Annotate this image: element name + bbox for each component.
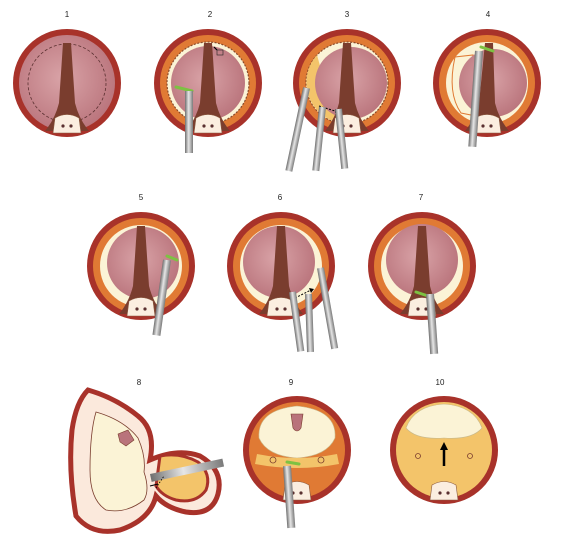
graft-superior xyxy=(405,403,483,439)
panel-10-flap-replaced xyxy=(390,396,498,504)
instrument-shaft xyxy=(185,91,193,153)
panel-label-1: 1 xyxy=(64,10,70,19)
panel-label-3: 3 xyxy=(344,10,350,19)
panel-label-8: 8 xyxy=(136,378,142,387)
panel-4-flap-reflection xyxy=(433,29,541,148)
panel-label-9: 9 xyxy=(288,378,294,387)
panel-label-5: 5 xyxy=(138,193,144,202)
panel-9-graft-in-place xyxy=(243,396,351,529)
panel-2-flap-elevation xyxy=(154,29,262,153)
panel-3-canal-incision xyxy=(285,29,401,172)
panel-6-posterior-incision xyxy=(227,212,339,353)
fascia-graft xyxy=(258,405,336,459)
middle-ear-cavity xyxy=(89,411,148,512)
panel-label-2: 2 xyxy=(207,10,213,19)
panel-label-7: 7 xyxy=(418,193,424,202)
panel-label-6: 6 xyxy=(277,193,283,202)
panel-5-graft-placement xyxy=(87,212,195,336)
umbo-skin xyxy=(52,114,82,134)
graft-marker xyxy=(174,85,194,93)
panel-1-intact-eardrum xyxy=(13,29,121,137)
panel-label-10: 10 xyxy=(435,378,445,387)
malleus-handle xyxy=(45,43,89,131)
instrument-group xyxy=(285,87,349,172)
instrument-shaft xyxy=(150,458,225,482)
panel-8-cross-section xyxy=(68,387,225,534)
detail-box xyxy=(216,49,224,56)
panel-label-4: 4 xyxy=(485,10,491,19)
panel-7-inferior-elevation xyxy=(368,212,476,355)
